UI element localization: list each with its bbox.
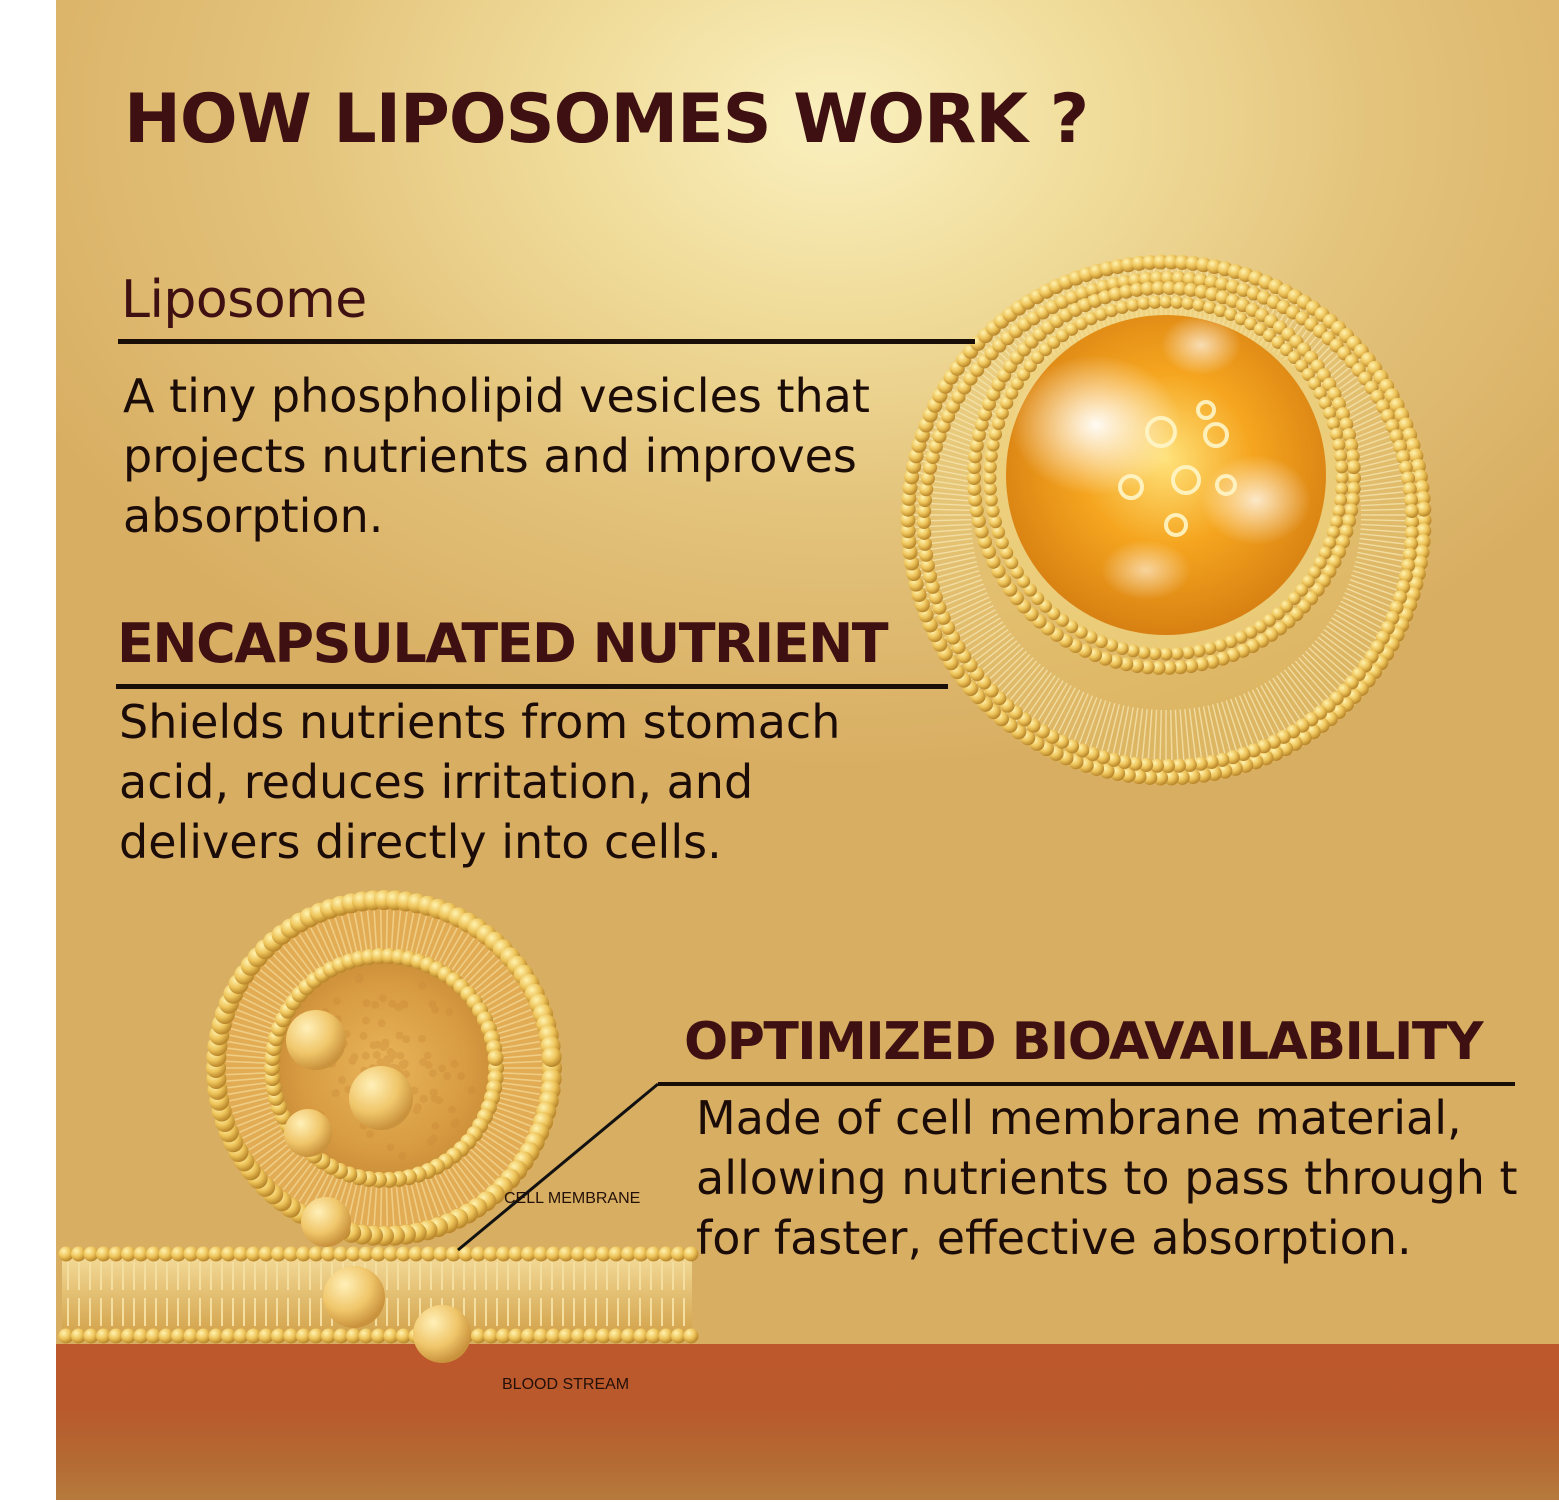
encapsulated-description: Shields nutrients from stomach acid, red…: [119, 692, 840, 872]
liposome-divider: [118, 339, 975, 344]
bioavailability-divider: [658, 1082, 1515, 1086]
liposome-3d-illustration: [901, 255, 1432, 786]
optimized-bioavailability-heading: OPTIMIZED BIOAVAILABILITY: [684, 1012, 1482, 1072]
cell-membrane-label: CELL MEMBRANE: [504, 1190, 640, 1208]
infographic-panel: HOW LIPOSOMES WORK ? Liposome A tiny pho…: [56, 0, 1559, 1500]
page-title: HOW LIPOSOMES WORK ?: [124, 80, 1088, 159]
cell-membrane-diagram: [59, 890, 699, 1363]
liposome-heading: Liposome: [121, 270, 367, 330]
liposome-description: A tiny phospholipid vesicles that projec…: [123, 366, 870, 546]
blood-stream-label: BLOOD STREAM: [502, 1376, 629, 1394]
bioavailability-description: Made of cell membrane material, allowing…: [696, 1088, 1518, 1268]
encapsulated-divider: [116, 684, 948, 689]
encapsulated-nutrient-heading: ENCAPSULATED NUTRIENT: [117, 612, 887, 675]
